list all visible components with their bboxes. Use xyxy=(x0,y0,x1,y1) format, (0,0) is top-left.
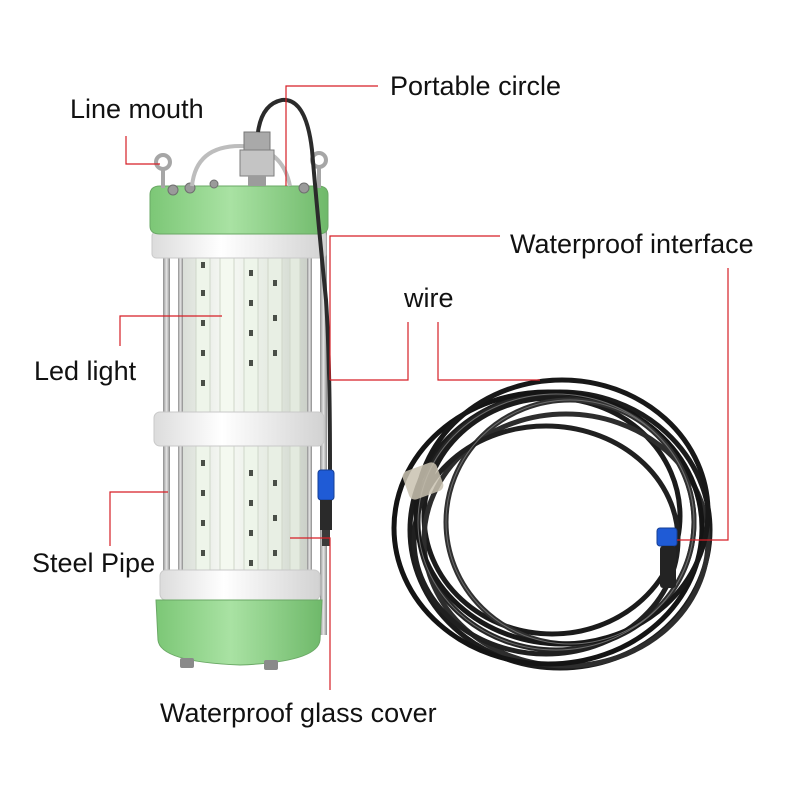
label-wire: wire xyxy=(404,283,454,313)
leader-portable-circle xyxy=(285,85,378,186)
leader-lines xyxy=(109,85,729,690)
bottom-green-cap xyxy=(155,599,323,666)
cable-highlights xyxy=(417,393,695,651)
top-green-cap xyxy=(149,185,329,235)
label-waterproof-glass-cover: Waterproof glass cover xyxy=(160,698,437,728)
leader-glass-cover xyxy=(290,537,331,690)
top-bolts xyxy=(167,179,310,196)
label-portable-circle: Portable circle xyxy=(390,71,562,101)
top-cable xyxy=(256,97,332,471)
cable-coil xyxy=(391,377,713,671)
middle-ring xyxy=(153,411,325,447)
feet xyxy=(180,658,278,670)
leader-wire-coil xyxy=(437,322,540,381)
cable-end-connector xyxy=(656,527,678,588)
leader-waterproof-interface xyxy=(329,235,500,380)
label-led-light: Led light xyxy=(34,356,137,386)
leader-led-light xyxy=(119,315,222,346)
portable-handle xyxy=(190,143,292,187)
leader-line-mouth xyxy=(125,136,160,165)
cable-gland xyxy=(239,131,275,186)
label-waterproof-interface: Waterproof interface xyxy=(510,229,754,259)
leader-steel-pipe xyxy=(109,491,168,546)
top-ring xyxy=(151,231,327,259)
leader-wire xyxy=(330,322,409,381)
tape-bundle xyxy=(402,462,444,500)
bottom-ring xyxy=(159,569,321,601)
label-line-mouth: Line mouth xyxy=(70,94,204,124)
leader-waterproof-interface-end xyxy=(677,268,729,541)
label-steel-pipe: Steel Pipe xyxy=(32,548,156,578)
lamp-body xyxy=(149,97,335,670)
